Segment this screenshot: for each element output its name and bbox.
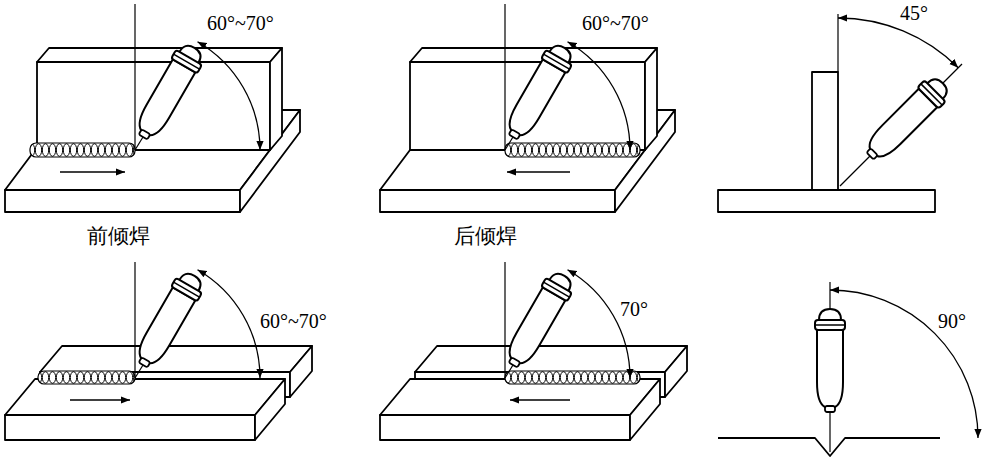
figure-caption: 后倾焊 bbox=[452, 224, 519, 248]
front-plate bbox=[380, 415, 630, 440]
weld-bead bbox=[38, 371, 135, 384]
welding-torch bbox=[859, 73, 953, 167]
reference-line bbox=[504, 262, 505, 378]
reference-line bbox=[837, 14, 838, 72]
angle-label: 60°~70° bbox=[205, 12, 276, 35]
travel-arrow bbox=[510, 399, 570, 400]
reference-line bbox=[134, 4, 135, 150]
base-plate bbox=[718, 190, 935, 212]
angle-label: 90° bbox=[936, 310, 968, 333]
welding-torch bbox=[500, 268, 577, 372]
front-plate bbox=[5, 415, 255, 440]
reference-line bbox=[134, 262, 135, 378]
upright-plate bbox=[37, 48, 282, 62]
angle-label: 70° bbox=[618, 298, 650, 321]
travel-arrow bbox=[507, 171, 570, 172]
butt-joint-forehand bbox=[5, 262, 312, 440]
groove-plate bbox=[718, 438, 940, 456]
torch-axis bbox=[135, 137, 143, 150]
angle-arc bbox=[198, 42, 261, 150]
back-plate bbox=[40, 346, 312, 372]
welding-torch bbox=[130, 40, 207, 144]
base-plate bbox=[5, 190, 240, 212]
weld-bead bbox=[505, 143, 640, 157]
v-groove-section bbox=[718, 282, 978, 456]
back-plate bbox=[665, 346, 687, 397]
fillet-joint-backhand bbox=[380, 4, 675, 212]
t-joint-section bbox=[718, 14, 962, 212]
angle-arc bbox=[568, 42, 631, 150]
torch-axis bbox=[505, 365, 513, 378]
angle-arc bbox=[198, 270, 261, 378]
angle-arc bbox=[568, 270, 631, 378]
torch-axis bbox=[840, 64, 962, 186]
butt-joint-backhand bbox=[380, 262, 687, 440]
travel-arrow bbox=[60, 171, 125, 172]
back-plate bbox=[290, 346, 312, 397]
angle-arc bbox=[838, 18, 958, 68]
fillet-joint-forehand bbox=[5, 4, 300, 212]
welding-torch bbox=[500, 40, 577, 144]
back-plate bbox=[415, 346, 687, 372]
angle-label: 60°~70° bbox=[258, 310, 329, 333]
figure-caption: 前倾焊 bbox=[85, 224, 152, 248]
welding-torch bbox=[130, 268, 207, 372]
front-plate bbox=[255, 379, 285, 440]
weld-bead bbox=[505, 371, 640, 384]
upright-plate bbox=[645, 48, 657, 150]
torch-axis bbox=[135, 365, 143, 378]
angle-label: 60°~70° bbox=[580, 12, 651, 35]
upright-plate bbox=[410, 48, 657, 62]
travel-arrow bbox=[70, 399, 130, 400]
weld-bead bbox=[30, 143, 135, 157]
reference-line bbox=[504, 4, 505, 150]
illustration-part bbox=[5, 4, 978, 456]
angle-label: 45° bbox=[898, 2, 930, 25]
upright-plate bbox=[812, 72, 838, 190]
front-plate bbox=[630, 379, 660, 440]
welding-torch bbox=[815, 309, 845, 412]
torch-axis bbox=[505, 137, 513, 150]
angle-arc bbox=[830, 290, 978, 438]
upright-plate bbox=[270, 48, 282, 150]
base-plate bbox=[380, 190, 615, 212]
